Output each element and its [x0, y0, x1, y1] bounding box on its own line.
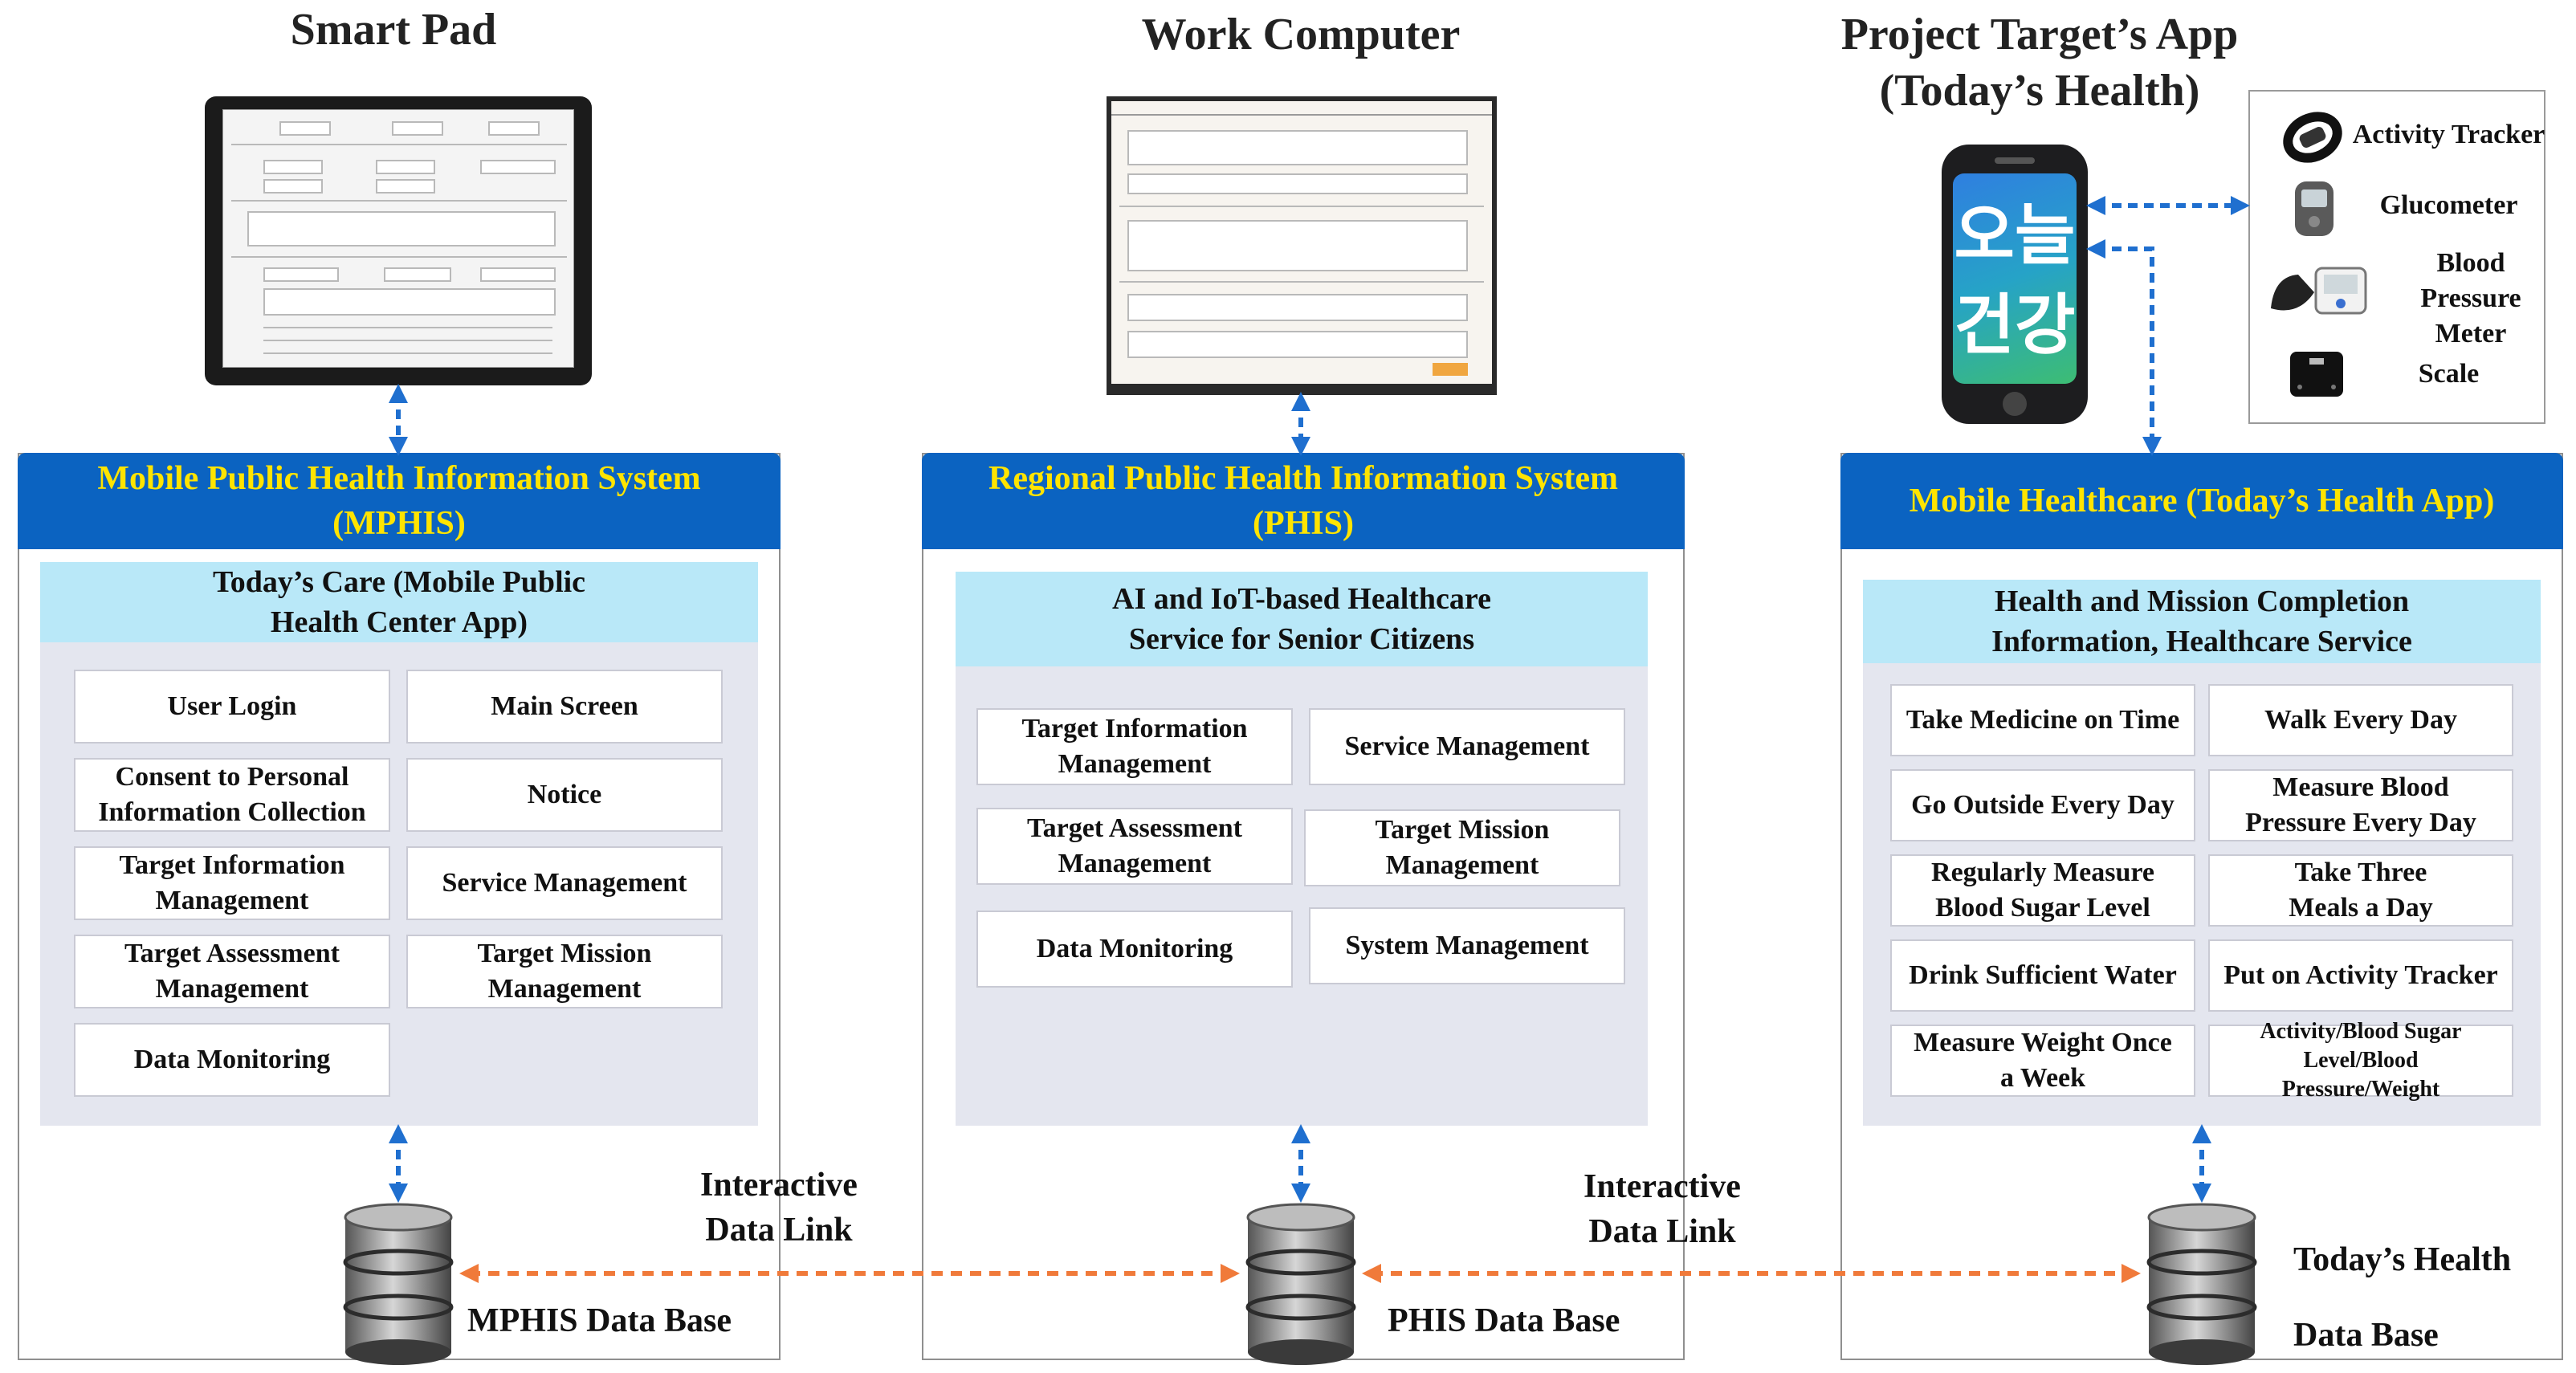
smart-pad-screen [222, 109, 574, 368]
activity-tracker-label: Activity Tracker [2352, 120, 2545, 149]
work-computer-device [1107, 96, 1497, 395]
phis-database-icon [1245, 1203, 1356, 1365]
today-health-database-label-line1: Today’s Health [2293, 1241, 2512, 1278]
smartphone-device: 오늘 건강 [1942, 145, 2088, 424]
today-health-logo: 오늘 건강 [1953, 191, 2077, 371]
mission-activity-tracker: Put on Activity Tracker [2208, 939, 2513, 1012]
smart-pad-title: Smart Pad [290, 5, 497, 55]
target-app-title-line1: Project Target’s App [1840, 10, 2239, 59]
phis-func-target-information: Target Information Management [976, 708, 1293, 785]
blood-pressure-meter-icon [2266, 260, 2370, 324]
phis-database-label: PHIS Data Base [1388, 1302, 1620, 1339]
today-health-database-icon [2146, 1203, 2257, 1365]
func-notice: Notice [406, 758, 723, 832]
work-computer-screen [1111, 101, 1492, 384]
func-consent: Consent to Personal Information Collecti… [74, 758, 390, 832]
func-target-assessment: Target Assessment Management [74, 935, 390, 1008]
scale-label: Scale [2418, 359, 2480, 389]
mphis-inner-header: Today’s Care (Mobile Public Health Cente… [40, 562, 758, 642]
glucometer-icon [2292, 178, 2337, 239]
mission-walk: Walk Every Day [2208, 684, 2513, 756]
phis-inner-header: AI and IoT-based Healthcare Service for … [956, 572, 1648, 666]
phis-func-target-assessment: Target Assessment Management [976, 808, 1293, 885]
data-link-label-1: Interactive Data Link [658, 1163, 899, 1253]
phone-speaker [1995, 157, 2035, 164]
mphis-database-label: MPHIS Data Base [467, 1302, 732, 1339]
mphis-header: Mobile Public Health Information System … [18, 453, 781, 549]
today-health-database-label-line2: Data Base [2293, 1317, 2439, 1354]
mobile-healthcare-header: Mobile Healthcare (Today’s Health App) [1840, 453, 2563, 549]
phis-func-system-management: System Management [1309, 907, 1625, 984]
mission-measure-blood-pressure: Measure Blood Pressure Every Day [2208, 769, 2513, 841]
mphis-database-icon [343, 1203, 454, 1365]
logo-line2: 건강 [1954, 287, 2076, 364]
phis-func-data-monitoring: Data Monitoring [976, 911, 1293, 988]
iot-devices-box: Activity Tracker Glucometer Blood Pressu… [2248, 90, 2545, 424]
data-link-label-1-line1: Interactive [700, 1167, 858, 1204]
func-service-management: Service Management [406, 846, 723, 920]
func-user-login: User Login [74, 670, 390, 744]
func-target-mission: Target Mission Management [406, 935, 723, 1008]
work-computer-title: Work Computer [1141, 10, 1461, 59]
data-link-label-1-line2: Data Link [705, 1212, 853, 1249]
target-app-title-line2: (Today’s Health) [1879, 66, 2200, 116]
phone-mobile-arrow [2086, 239, 2162, 456]
data-link-label-2-line2: Data Link [1588, 1213, 1736, 1250]
mission-go-outside: Go Outside Every Day [1890, 769, 2195, 841]
mission-measure-weight: Measure Weight Once a Week [1890, 1025, 2195, 1097]
mission-drink-water: Drink Sufficient Water [1890, 939, 2195, 1012]
phis-header: Regional Public Health Information Syste… [922, 453, 1685, 549]
phis-func-service-management: Service Management [1309, 708, 1625, 785]
phone-home-button [2003, 392, 2027, 416]
mission-three-meals: Take Three Meals a Day [2208, 854, 2513, 927]
func-main-screen: Main Screen [406, 670, 723, 744]
glucometer-label: Glucometer [2379, 190, 2518, 220]
func-data-monitoring: Data Monitoring [74, 1023, 390, 1097]
target-app-title: Project Target’s App (Today’s Health) [1767, 6, 2313, 119]
data-link-label-2-line1: Interactive [1584, 1168, 1741, 1205]
today-health-app-screen: 오늘 건강 [1953, 173, 2077, 384]
logo-line1: 오늘 [1954, 198, 2076, 274]
blood-pressure-meter-label: Blood Pressure Meter [2420, 248, 2521, 348]
phis-func-target-mission: Target Mission Management [1304, 809, 1620, 886]
data-link-label-2: Interactive Data Link [1542, 1164, 1783, 1254]
mission-measure-blood-sugar: Regularly Measure Blood Sugar Level [1890, 854, 2195, 927]
mobile-inner-header: Health and Mission Completion Informatio… [1863, 580, 2541, 663]
scale-icon [2287, 348, 2346, 400]
smart-pad-device [205, 96, 592, 385]
mission-take-medicine: Take Medicine on Time [1890, 684, 2195, 756]
func-target-information: Target Information Management [74, 846, 390, 920]
activity-tracker-icon [2282, 109, 2343, 165]
